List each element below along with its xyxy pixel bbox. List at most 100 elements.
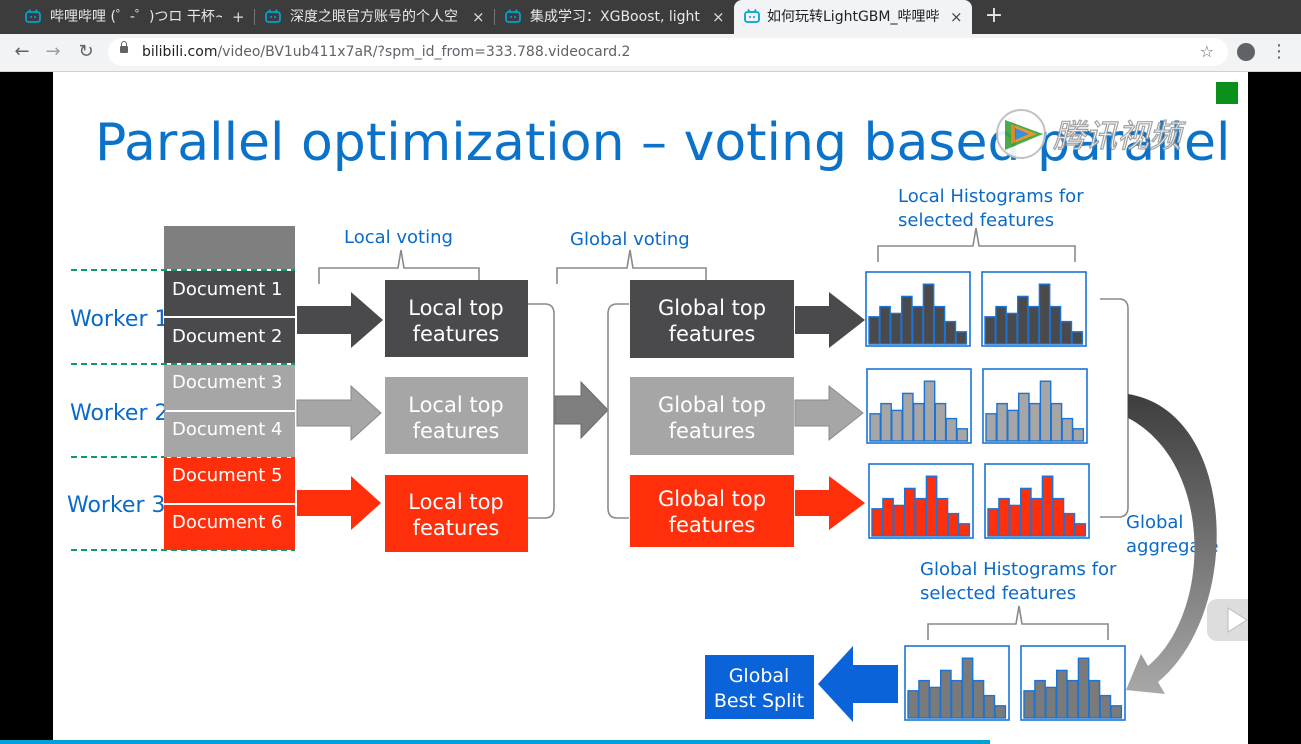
global-aggregate-label-line1: Global [1126, 512, 1183, 533]
histogram-bar [996, 402, 1008, 442]
histogram-bar [1041, 475, 1054, 537]
local-top-box-3 [385, 475, 528, 552]
histogram-bar [940, 669, 952, 719]
histogram-bar [1060, 320, 1073, 345]
tab-ensemble-learning[interactable]: 集成学习：XGBoost, light × [480, 0, 732, 34]
play-overlay-icon[interactable] [1207, 599, 1248, 641]
local-histograms-label-line1: Local Histograms for [898, 186, 1084, 207]
local-top-text: Local top [408, 490, 504, 514]
global-histograms-label-line1: Global Histograms for [920, 559, 1117, 580]
local-voting-label: Local voting [344, 227, 453, 248]
global-best-split-text: Best Split [714, 690, 804, 712]
histogram-bar [995, 305, 1007, 345]
histogram-bar [1027, 305, 1040, 345]
histogram-bar [950, 679, 963, 719]
global-histograms-label-line2: selected features [920, 583, 1076, 604]
global-top-text: features [669, 419, 756, 443]
tab-deep-eye[interactable]: 深度之眼官方账号的个人空 × [240, 0, 492, 34]
histogram-bar [1072, 428, 1085, 442]
global-top-box-2 [630, 377, 794, 455]
histogram-bar [1006, 312, 1018, 345]
tab-close-icon[interactable]: × [712, 8, 725, 26]
histogram-bar [1071, 331, 1084, 345]
histogram-bar [933, 305, 946, 345]
histogram-bar [880, 402, 892, 442]
tab-title: 深度之眼官方账号的个人空 [290, 9, 458, 25]
histogram-bar [891, 409, 903, 442]
tab-strip: 哔哩哔哩 (゜-゜)つロ 干杯~ + 深度之眼官方账号的个人空 × 集成学习：X… [0, 0, 1301, 34]
browser-toolbar: ← → ↻ bilibili.com/video/BV1ub411x7aR/?s… [0, 34, 1301, 72]
histograms [865, 271, 1126, 721]
histogram-bar [1028, 402, 1041, 442]
histogram-bar [1066, 679, 1079, 719]
document-header [164, 226, 295, 269]
histogram-bar [1074, 523, 1087, 537]
histogram-bar [1077, 657, 1090, 719]
histogram-bar [929, 686, 941, 719]
histogram-bar [1056, 669, 1068, 719]
address-bar[interactable]: bilibili.com/video/BV1ub411x7aR/?spm_id_… [108, 38, 1228, 66]
video-progress-bar[interactable] [0, 740, 990, 744]
green-indicator [1216, 82, 1238, 104]
histogram-bar [985, 413, 998, 442]
global-voting-brace [556, 249, 707, 284]
tab-title: 哔哩哔哩 (゜-゜)つロ 干杯~ [50, 9, 222, 25]
reload-icon[interactable]: ↻ [78, 41, 94, 62]
histogram-bar [1063, 512, 1076, 537]
histogram-bar [1034, 679, 1046, 719]
menu-kebab-icon[interactable]: ⋮ [1270, 41, 1288, 62]
global-top-text: Global top [658, 487, 766, 511]
histogram-bar [1088, 679, 1101, 719]
local-voting-brace [318, 249, 480, 284]
histogram-bar [1020, 487, 1032, 537]
histogram-bar [911, 305, 924, 345]
slide-diagram: Parallel optimization – voting based par… [67, 82, 1248, 722]
global-top-box-3 [630, 475, 794, 547]
document-4-label: Document 4 [172, 419, 282, 440]
histogram-bar [871, 508, 884, 537]
bilibili-favicon-icon [744, 9, 760, 23]
histogram-bar [1039, 380, 1052, 442]
histogram-bar [1049, 305, 1062, 345]
histogram-bar [1045, 686, 1057, 719]
tab-lightgbm-active[interactable]: 如何玩转LightGBM_哔哩哔 × [734, 0, 972, 34]
local-top-text: Local top [408, 296, 504, 320]
tab-bilibili-home[interactable]: 哔哩哔哩 (゜-゜)つロ 干杯~ + [0, 0, 252, 34]
account-icon[interactable] [1237, 43, 1255, 61]
tab-separator [254, 9, 255, 25]
forward-icon[interactable]: → [45, 41, 61, 62]
back-icon[interactable]: ← [14, 41, 30, 62]
histogram-bar [912, 402, 925, 442]
document-5 [164, 458, 295, 503]
histogram-bar [998, 497, 1010, 537]
histogram-bar [956, 428, 969, 442]
histogram-bar [890, 312, 902, 345]
bilibili-favicon-icon [505, 9, 521, 23]
histogram-bar [1110, 705, 1123, 719]
arrow-right-icon [297, 476, 381, 530]
document-5-label: Document 5 [172, 465, 282, 486]
bookmark-star-icon[interactable]: ☆ [1199, 42, 1214, 61]
arrow-right-icon [795, 476, 865, 530]
curved-arrow-icon [1126, 394, 1217, 694]
histogram-bar [1023, 690, 1036, 719]
tab-close-icon[interactable]: × [472, 8, 485, 26]
arrow-right-icon [297, 292, 383, 348]
histogram-bar [983, 694, 996, 719]
document-4 [164, 412, 295, 457]
url-host: bilibili.com [142, 44, 218, 60]
new-tab-button[interactable]: + [984, 3, 1004, 28]
tab-close-icon[interactable]: + [232, 8, 245, 26]
histogram-bar [944, 320, 957, 345]
document-1 [164, 271, 295, 316]
global-voting-label: Global voting [570, 229, 690, 250]
worker-label-3: Worker 3 [67, 493, 166, 518]
document-6-label: Document 6 [172, 512, 282, 533]
tab-close-icon[interactable]: × [950, 8, 963, 26]
worker-label-1: Worker 1 [70, 307, 169, 332]
tab-title: 如何玩转LightGBM_哔哩哔 [767, 9, 940, 25]
global-histograms-brace [927, 605, 1109, 640]
local-top-text: features [413, 516, 500, 540]
document-2 [164, 318, 295, 363]
arrow-right-icon [296, 384, 382, 442]
